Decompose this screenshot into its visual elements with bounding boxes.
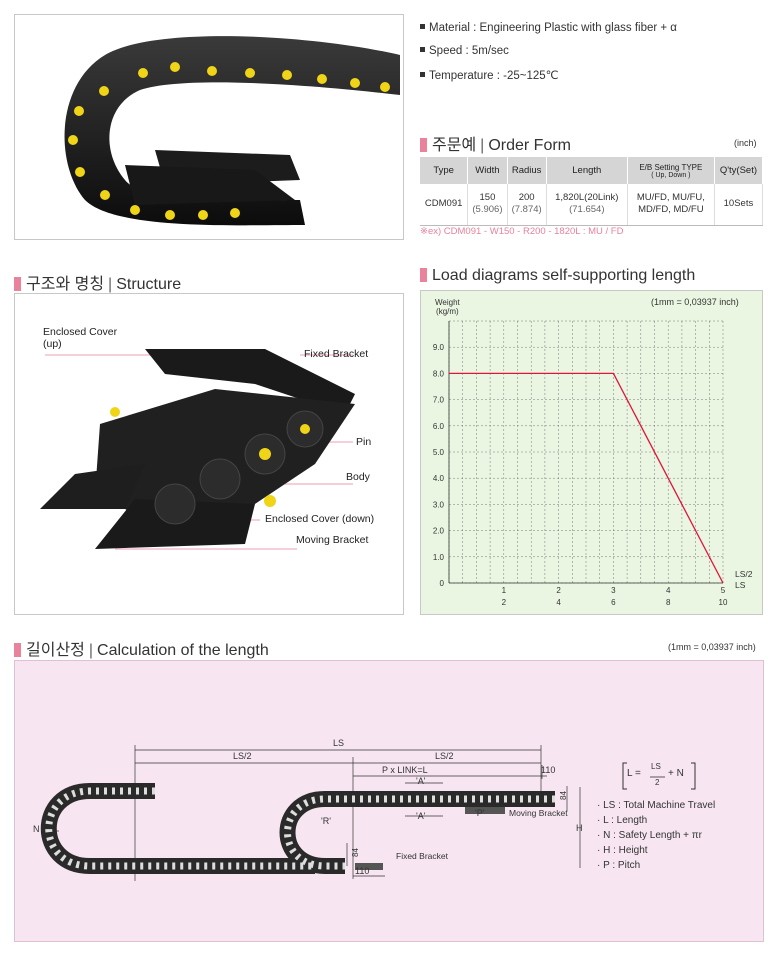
dim-pxlink: P x LINK=L — [382, 765, 428, 775]
dim-a-bottom: 'A' — [416, 811, 426, 821]
x-tick-label-top: 2 — [556, 586, 561, 595]
spec-speed: Speed : 5m/sec — [420, 45, 509, 57]
dim-ls: LS — [333, 738, 345, 748]
structure-title: 구조와 명칭|Structure — [14, 270, 181, 294]
structure-drawing — [40, 349, 355, 550]
dim-p: 'P' — [475, 808, 485, 818]
x-tick-label-bottom: 4 — [556, 598, 561, 607]
dim-ls2-left: LS/2 — [233, 751, 252, 761]
load-chart-frame: (1mm = 0,03937 inch) Weight(kg/m) 0 1.0 2.… — [420, 290, 763, 615]
x-tick-label-bottom: 2 — [502, 598, 507, 607]
formula-plus: + N — [668, 768, 684, 779]
calc-frame: LS LS/2 LS/2 P x LINK=L 110 'A' 'A' 'P' … — [14, 660, 764, 942]
label-fixed-bracket: Fixed Bracket — [304, 348, 369, 360]
dim-110-top: 110 — [541, 765, 556, 775]
load-unit-note: (1mm = 0,03937 inch) — [651, 297, 739, 307]
order-form-title: 주문예|Order Form — [420, 131, 571, 155]
order-form-unit: (inch) — [734, 138, 757, 148]
dim-n: N — [33, 824, 40, 834]
dim-a-top: 'A' — [416, 776, 426, 786]
y-tick-label: 9.0 — [433, 343, 445, 352]
spec-material: Material : Engineering Plastic with glas… — [420, 22, 677, 34]
product-photo-frame — [14, 14, 404, 240]
load-line — [449, 372, 724, 584]
legend-n: · N : Safety Length + πr — [597, 830, 703, 841]
x-tick-label-top: 1 — [502, 586, 507, 595]
load-chart: 0 1.0 2.0 3.0 4.0 5.0 6.0 7.0 8.0 9.0 1 2 3 4 5 2 4 6 8 10 — [433, 320, 728, 607]
calc-title: 길이산정|Calculation of the length — [14, 636, 269, 660]
dim-h: H — [576, 823, 583, 833]
y-tick-label: 0 — [440, 579, 445, 588]
y-tick-label: 2.0 — [433, 527, 445, 536]
legend-ls: · LS : Total Machine Travel — [597, 800, 716, 811]
legend-h: · H : Height — [597, 845, 648, 856]
label-moving-bracket-calc: Moving Bracket — [509, 808, 568, 818]
dim-84-left: 84 — [350, 848, 360, 857]
y-tick-label: 1.0 — [433, 553, 445, 562]
formula-den: 2 — [655, 778, 660, 787]
formula-l: L = — [627, 768, 641, 779]
dim-r: 'R' — [321, 816, 331, 826]
x-tick-label-top: 5 — [721, 586, 726, 595]
legend-l: · L : Length — [597, 815, 648, 826]
cable-chain-photo — [64, 36, 400, 226]
order-form-table: Type Width Radius Length E/B Setting TYP… — [420, 157, 764, 226]
structure-frame: Enclosed Cover(up) Fixed Bracket Pin Bod… — [14, 293, 404, 615]
label-cover-down: Enclosed Cover (down) — [265, 513, 375, 525]
pin-dots — [68, 62, 390, 220]
y-tick-label: 6.0 — [433, 422, 445, 431]
x-tick-label-top: 4 — [666, 586, 671, 595]
dim-110-bottom: 110 — [355, 866, 370, 876]
x-tick-label-bottom: 8 — [666, 598, 671, 607]
y-tick-label: 7.0 — [433, 396, 445, 405]
y-tick-label: 5.0 — [433, 448, 445, 457]
calc-unit-note: (1mm = 0,03937 inch) — [668, 642, 756, 652]
label-pin: Pin — [356, 436, 372, 448]
table-row: CDM091 150(5.906) 200(7.874) 1,820L(20Li… — [420, 184, 764, 226]
order-example: ※ex) CDM091 - W150 - R200 - 1820L : MU /… — [420, 226, 624, 237]
label-fixed-bracket-calc: Fixed Bracket — [396, 851, 448, 861]
label-cover-up: Enclosed Cover(up) — [43, 326, 118, 350]
spec-temperature: Temperature : -25~125℃ — [420, 68, 559, 82]
x-tick-label-top: 3 — [611, 586, 616, 595]
label-moving-bracket: Moving Bracket — [296, 534, 369, 546]
formula-num: LS — [651, 762, 661, 771]
label-body: Body — [346, 471, 370, 483]
x-tick-label-bottom: 10 — [719, 598, 728, 607]
load-title: Load diagrams self-supporting length — [420, 267, 695, 285]
y-tick-label: 3.0 — [433, 500, 445, 509]
y-tick-label: 8.0 — [433, 369, 445, 378]
table-header-row: Type Width Radius Length E/B Setting TYP… — [420, 157, 764, 184]
dim-84-right: 84 — [558, 791, 568, 800]
y-tick-label: 4.0 — [433, 474, 445, 483]
y-axis-label: Weight(kg/m) — [435, 298, 460, 316]
calc-drawing — [40, 745, 696, 881]
x-tick-label-bottom: 6 — [611, 598, 616, 607]
legend-p: · P : Pitch — [597, 860, 641, 871]
dim-ls2-right: LS/2 — [435, 751, 454, 761]
